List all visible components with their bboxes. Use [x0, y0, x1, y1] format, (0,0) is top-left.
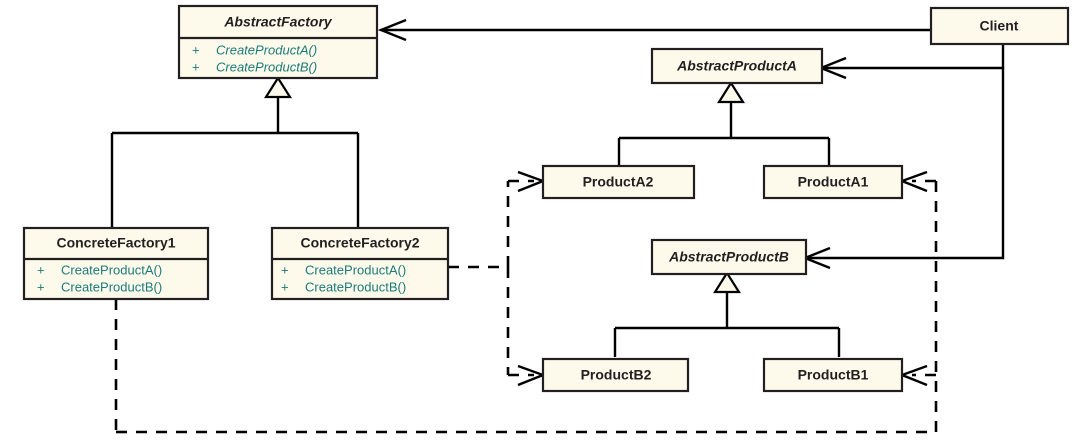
edge-client-to-abstractproducta	[817, 44, 1005, 80]
member-visibility: +	[192, 59, 200, 74]
class-title-abstract-factory: AbstractFactory	[223, 14, 333, 30]
class-title-abstract-product-a: AbstractProductA	[676, 58, 797, 74]
class-box-concrete-factory-1[interactable]: ConcreteFactory1 + CreateProductA() + Cr…	[22, 226, 210, 301]
class-box-product-a2[interactable]: ProductA2	[541, 164, 696, 200]
member-visibility: +	[192, 42, 200, 57]
inheritance-triangle-abstractproducta	[717, 80, 745, 104]
class-title-abstract-product-b: AbstractProductB	[668, 249, 789, 265]
edge-client-to-abstractfactory	[377, 18, 931, 42]
class-box-abstract-product-b[interactable]: AbstractProductB	[650, 238, 808, 276]
class-box-abstract-factory[interactable]: AbstractFactory + CreateProductA() + Cre…	[177, 4, 379, 80]
class-box-abstract-product-a[interactable]: AbstractProductA	[650, 47, 824, 85]
class-title-client: Client	[980, 18, 1019, 34]
class-title-product-a1: ProductA1	[798, 174, 869, 190]
edge-generalization-abstractfactory	[110, 75, 360, 228]
member-visibility: +	[281, 262, 289, 277]
inheritance-triangle-abstractproductb	[713, 270, 741, 294]
inheritance-triangle-abstractfactory	[264, 75, 292, 99]
edge-generalization-abstractproducta	[617, 80, 831, 167]
member-signature: CreateProductA()	[305, 262, 406, 277]
member-signature: CreateProductB()	[61, 279, 162, 294]
class-title-product-b2: ProductB2	[581, 367, 652, 383]
member-signature: CreateProductB()	[216, 59, 317, 74]
class-box-client[interactable]: Client	[929, 6, 1070, 46]
edge-dependency-concretefactory2	[448, 170, 547, 387]
class-box-concrete-factory-2[interactable]: ConcreteFactory2 + CreateProductA() + Cr…	[270, 226, 450, 301]
class-title-concrete-factory-2: ConcreteFactory2	[300, 235, 419, 251]
member-visibility: +	[281, 279, 289, 294]
edge-dependency-concretefactory1	[114, 170, 938, 434]
member-signature: CreateProductA()	[61, 262, 162, 277]
member-visibility: +	[37, 262, 45, 277]
member-signature: CreateProductB()	[305, 279, 406, 294]
member-visibility: +	[37, 279, 45, 294]
class-box-product-a1[interactable]: ProductA1	[762, 164, 904, 200]
class-box-product-b1[interactable]: ProductB1	[762, 357, 904, 393]
class-box-product-b2[interactable]: ProductB2	[541, 357, 690, 393]
class-title-product-a2: ProductA2	[583, 174, 654, 190]
class-title-product-b1: ProductB1	[798, 367, 869, 383]
edge-generalization-abstractproductb	[613, 270, 841, 357]
class-title-concrete-factory-1: ConcreteFactory1	[56, 235, 175, 251]
member-signature: CreateProductA()	[216, 42, 317, 57]
